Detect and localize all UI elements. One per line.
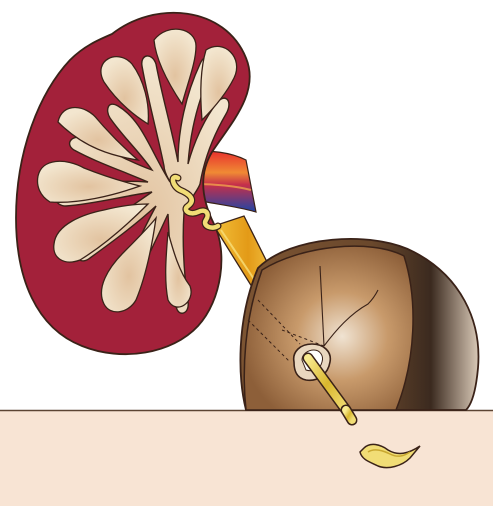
cyst-icon — [240, 239, 478, 410]
tissue-ground — [0, 410, 493, 506]
